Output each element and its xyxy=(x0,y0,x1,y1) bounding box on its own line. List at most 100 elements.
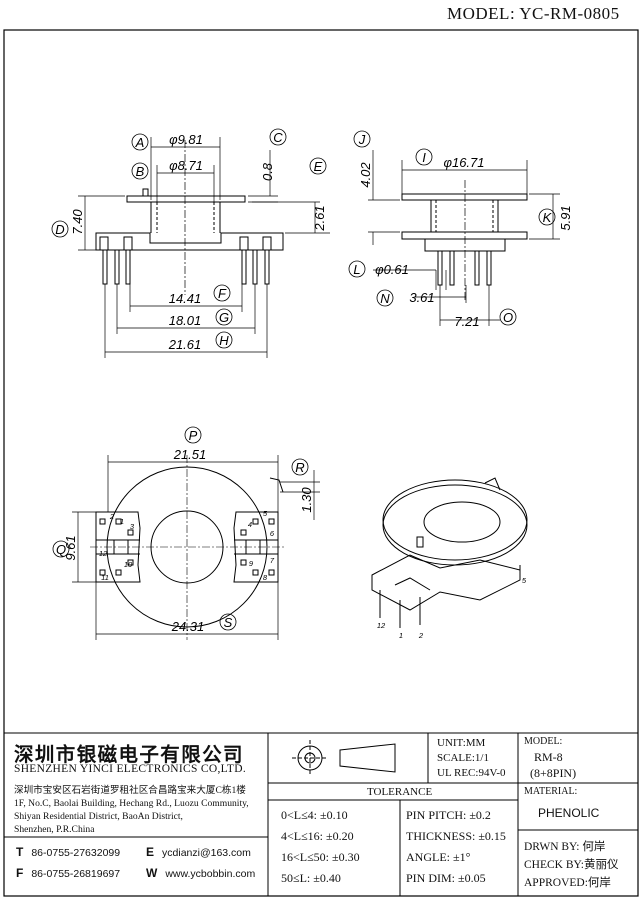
label-R: R xyxy=(295,460,304,475)
pin-9: 9 xyxy=(249,559,254,568)
iso-pin-12: 12 xyxy=(377,621,386,630)
dim-R: 1.30 xyxy=(299,487,314,513)
scale-text: SCALE:1/1 xyxy=(437,752,489,764)
contact-fax: F 86-0755-26819697 xyxy=(16,866,120,880)
dim-J: 4.02 xyxy=(358,162,373,188)
tel-value: 86-0755-27632099 xyxy=(31,847,121,859)
tol-row-2: 4<L≤16: ±0.20 xyxy=(281,829,354,843)
dim-Q: 9.61 xyxy=(63,535,78,560)
dim-B: φ8.71 xyxy=(169,158,203,173)
address-line-2: 1F, No.C, Baolai Building, Hechang Rd., … xyxy=(14,798,249,809)
dim-D: 7.40 xyxy=(70,209,85,235)
drawn-by: DRWN BY: 何岸 xyxy=(524,841,606,853)
pin-2: 2 xyxy=(109,512,115,521)
label-N: N xyxy=(380,291,390,306)
dim-L: φ0.61 xyxy=(375,262,409,277)
dim-N: 3.61 xyxy=(409,290,434,305)
iso-pin-2: 2 xyxy=(418,631,424,640)
iso-pin-5: 5 xyxy=(522,576,527,585)
address-line-4: Shenzhen, P.R.China xyxy=(14,824,95,835)
iso-pin-1: 1 xyxy=(399,631,403,640)
pin-12: 12 xyxy=(99,549,108,558)
label-F: F xyxy=(218,286,227,301)
isometric-view xyxy=(371,477,528,628)
tol-angle: ANGLE: ±1° xyxy=(406,850,471,864)
label-P: P xyxy=(189,428,198,443)
label-E: E xyxy=(314,159,323,174)
label-S: S xyxy=(224,615,233,630)
model-title: MODEL: YC-RM-0805 xyxy=(447,4,620,23)
unit-text: UNIT:MM xyxy=(437,737,486,749)
tol-pin-pitch: PIN PITCH: ±0.2 xyxy=(406,808,491,822)
material-label: MATERIAL: xyxy=(524,786,578,797)
front-dimensions xyxy=(78,137,330,358)
pin-11: 11 xyxy=(101,573,109,582)
sheet-frame xyxy=(3,29,639,897)
checked-by: CHECK BY:黄丽仪 xyxy=(524,859,619,871)
pin-3: 3 xyxy=(130,522,135,531)
tol-row-1: 0<L≤4: ±0.10 xyxy=(281,808,348,822)
tel-label: T xyxy=(16,845,24,859)
web-value: www.ycbobbin.com xyxy=(165,868,256,880)
model-sub: (8+8PIN) xyxy=(530,766,577,780)
pin-5: 5 xyxy=(263,509,268,518)
dim-H: 21.61 xyxy=(168,337,202,352)
fax-label: F xyxy=(16,866,24,880)
label-I: I xyxy=(422,150,426,165)
pin-10: 10 xyxy=(124,560,133,569)
ul-text: UL REC:94V-0 xyxy=(437,767,506,779)
top-dimensions xyxy=(72,455,320,640)
dim-C: 0.8 xyxy=(260,162,275,181)
title-block xyxy=(4,732,638,896)
side-dimensions xyxy=(368,150,560,326)
tol-row-4: 50≤L: ±0.40 xyxy=(281,871,341,885)
label-G: G xyxy=(219,310,229,325)
address-line-3: Shiyan Residential District, BaoAn Distr… xyxy=(14,811,183,822)
pin-4: 4 xyxy=(248,520,252,529)
pin-1: 1 xyxy=(120,517,124,526)
label-H: H xyxy=(219,333,229,348)
address-line-1: 深圳市宝安区石岩街道罗租社区合昌路宝来大厦C栋1楼 xyxy=(14,785,246,796)
label-K: K xyxy=(543,210,553,225)
label-I-J: J xyxy=(358,132,366,147)
material-value: PHENOLIC xyxy=(538,806,600,820)
label-A: A xyxy=(135,135,145,150)
fax-value: 86-0755-26819697 xyxy=(31,868,121,880)
pin-7: 7 xyxy=(270,556,275,565)
approved-by: APPROVED:何岸 xyxy=(524,877,611,889)
label-L: L xyxy=(353,262,360,277)
tolerance-title: TOLERANCE xyxy=(367,786,433,798)
company-name-en: SHENZHEN YINCI ELECTRONICS CO,LTD. xyxy=(14,763,246,775)
dim-E: 2.61 xyxy=(312,205,327,231)
dim-K: 5.91 xyxy=(558,205,573,230)
label-D: D xyxy=(55,222,64,237)
tol-thickness: THICKNESS: ±0.15 xyxy=(406,829,506,843)
label-C: C xyxy=(273,130,283,145)
contact-tel: T 86-0755-27632099 xyxy=(16,845,120,859)
web-label: W xyxy=(146,866,158,880)
label-Q: Q xyxy=(56,542,66,557)
tol-row-3: 16<L≤50: ±0.30 xyxy=(281,850,360,864)
pin-6: 6 xyxy=(270,529,275,538)
label-B: B xyxy=(136,164,145,179)
company-name-cn: 深圳市银磁电子有限公司 xyxy=(14,745,244,766)
side-view xyxy=(401,180,528,300)
email-label: E xyxy=(146,845,155,859)
dim-P: 21.51 xyxy=(173,447,207,462)
tol-pin-dim: PIN DIM: ±0.05 xyxy=(406,871,486,885)
dim-F: 14.41 xyxy=(169,291,202,306)
dim-A: φ9.81 xyxy=(169,132,203,147)
dim-S: 24.31 xyxy=(171,619,205,634)
pin-8: 8 xyxy=(263,573,268,582)
dim-I: φ16.71 xyxy=(443,155,484,170)
model-label: MODEL: xyxy=(524,736,563,747)
front-view xyxy=(95,140,284,295)
label-O: O xyxy=(503,310,513,325)
dim-G: 18.01 xyxy=(169,313,202,328)
email-value: ycdianzi@163.com xyxy=(162,847,251,859)
